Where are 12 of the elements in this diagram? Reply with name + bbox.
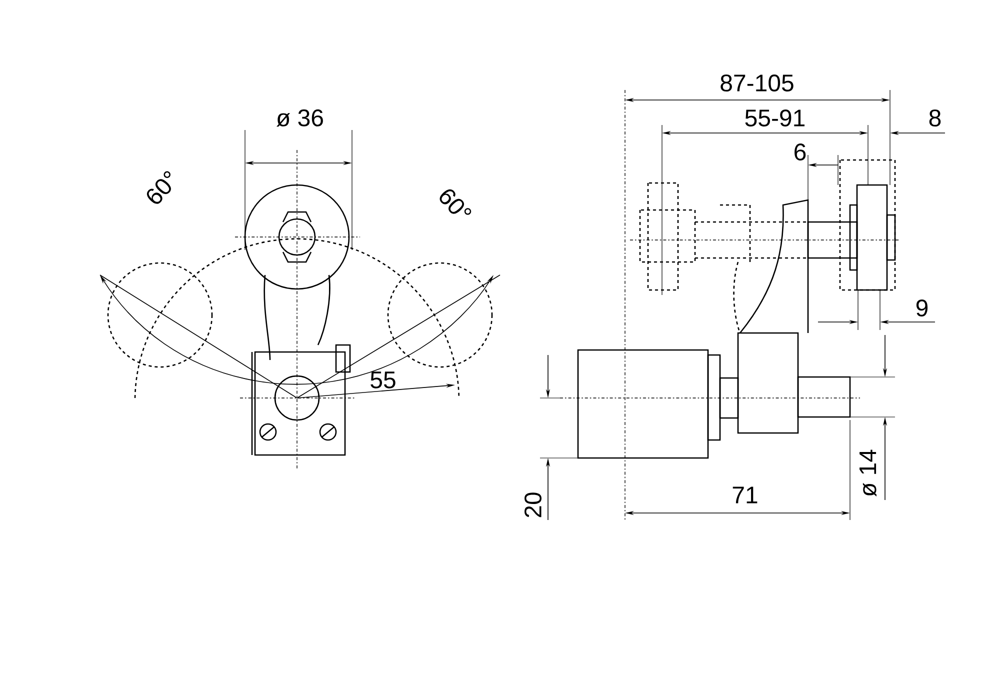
dimension-label: ø 14 bbox=[860, 450, 876, 496]
dimension-label: ø 36 bbox=[276, 109, 323, 127]
dimension-label: 55-91 bbox=[745, 110, 804, 126]
dimension-label: 6 bbox=[794, 144, 806, 160]
dimension-label: 60° bbox=[146, 171, 171, 204]
dimension-label: 87-105 bbox=[720, 74, 794, 92]
dimension-label: 9 bbox=[916, 300, 928, 316]
dimension-label: 71 bbox=[732, 486, 758, 504]
dimension-label: 8 bbox=[929, 110, 941, 126]
dimension-label: 20 bbox=[524, 492, 542, 518]
dimension-label: 60° bbox=[440, 189, 472, 215]
dimension-label: 55 bbox=[370, 372, 396, 388]
